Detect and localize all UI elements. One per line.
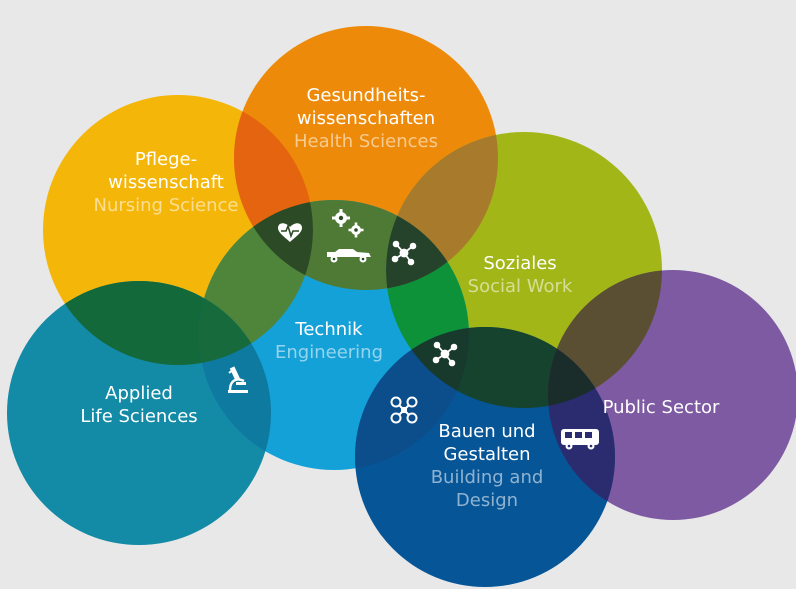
label-applied: Applied Life Sciences — [39, 382, 239, 428]
label-bauen-de-2: Gestalten — [443, 444, 531, 465]
label-public-de-1: Public Sector — [602, 397, 720, 418]
label-pflege-en-1: Nursing Science — [93, 195, 239, 216]
label-bauen: Bauen und Gestalten Building and Design — [387, 420, 587, 512]
network-icon — [391, 240, 417, 266]
overlap-applied-technik — [199, 281, 271, 470]
label-gesundheit: Gesundheits- wissenschaften Health Scien… — [266, 84, 466, 153]
drone-icon — [390, 396, 418, 424]
label-technik-de-1: Technik — [295, 319, 363, 340]
label-bauen-en-1: Building and — [430, 467, 544, 488]
label-bauen-de-1: Bauen und — [438, 421, 536, 442]
overlap-gesundheit-soziales — [386, 132, 498, 290]
label-soziales: Soziales Social Work — [420, 252, 620, 298]
label-gesundheit-de-2: wissenschaften — [296, 108, 436, 129]
race-car-icon — [327, 249, 371, 263]
overlap-pflege-technik — [199, 200, 313, 365]
label-soziales-en-1: Social Work — [467, 276, 573, 297]
label-technik-en-1: Engineering — [275, 342, 383, 363]
label-technik: Technik Engineering — [229, 318, 429, 364]
label-applied-de-1: Applied — [105, 383, 173, 404]
label-public: Public Sector — [573, 396, 749, 419]
label-pflege-de-1: Pflege- — [134, 149, 198, 170]
overlap-technik-bauen — [355, 327, 469, 470]
label-bauen-en-2: Design — [455, 490, 519, 511]
gears-icon — [332, 209, 364, 238]
label-soziales-de-1: Soziales — [483, 253, 557, 274]
label-pflege-de-2: wissenschaft — [108, 172, 224, 193]
label-gesundheit-de-1: Gesundheits- — [306, 85, 426, 106]
label-applied-de-2: Life Sciences — [80, 406, 198, 427]
overlap-soziales-public — [548, 270, 662, 408]
heart-pulse-icon — [278, 223, 302, 242]
network-icon — [432, 341, 458, 367]
microscope-icon — [228, 366, 248, 393]
label-gesundheit-en-1: Health Sciences — [294, 131, 438, 152]
label-pflege: Pflege- wissenschaft Nursing Science — [66, 148, 266, 217]
bus-icon — [561, 429, 599, 450]
